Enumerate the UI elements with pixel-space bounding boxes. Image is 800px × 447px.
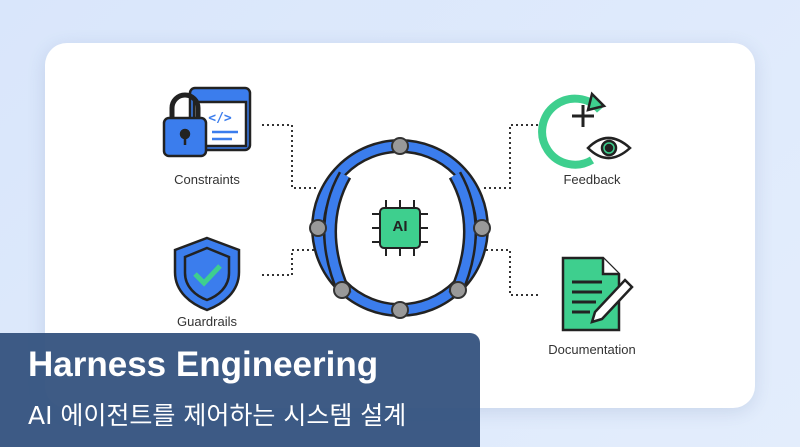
banner-subtitle: AI 에이전트를 제어하는 시스템 설계 [28, 401, 407, 430]
constraints-label: Constraints [174, 172, 240, 187]
documentation-label: Documentation [548, 342, 636, 357]
feedback-label: Feedback [563, 172, 621, 187]
svg-text:</>: </> [208, 111, 232, 126]
harness-core-icon [309, 137, 491, 319]
documentation-icon [561, 256, 634, 332]
core-ai-label: AI [392, 218, 408, 235]
banner-title: Harness Engineering [28, 345, 379, 384]
constraints-icon: </> [162, 86, 252, 158]
guardrails-icon [173, 236, 241, 312]
connector-lines [262, 124, 538, 296]
title-banner [0, 333, 480, 447]
feedback-icon [538, 91, 632, 169]
guardrails-label: Guardrails [177, 314, 237, 329]
